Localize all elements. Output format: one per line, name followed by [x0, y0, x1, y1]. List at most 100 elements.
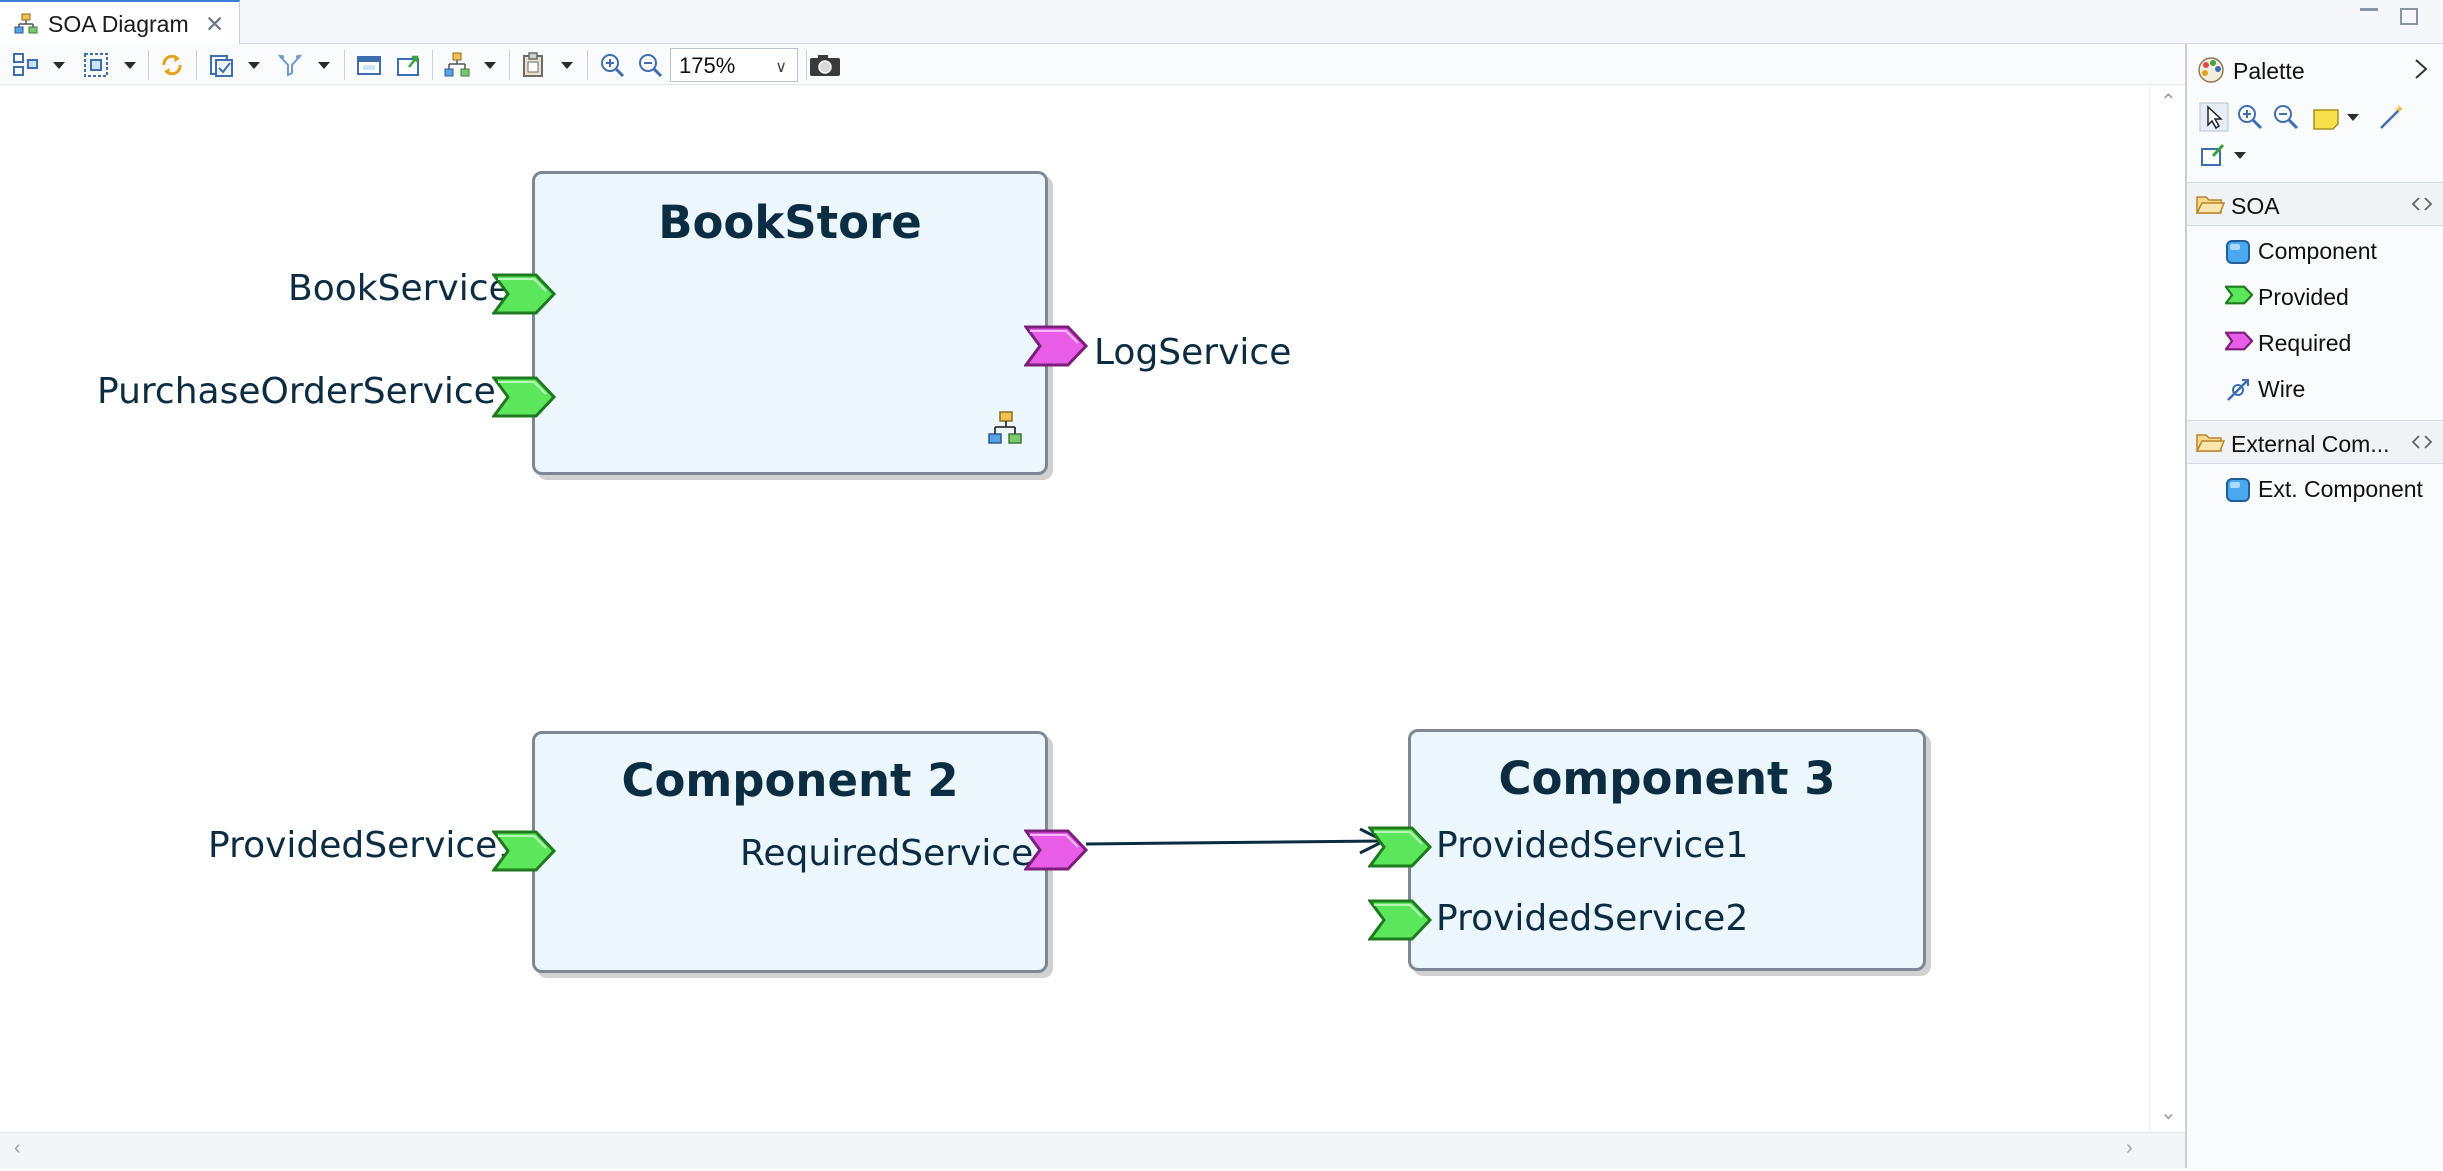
- port-label-providedservice2: ProvidedService2: [1436, 898, 1749, 939]
- toolbar-separator: [509, 50, 510, 80]
- chevron-down-icon[interactable]: [53, 62, 65, 69]
- scroll-left-icon[interactable]: ‹: [14, 1137, 21, 1159]
- tab-title: SOA Diagram: [48, 11, 189, 37]
- diagram-canvas[interactable]: BookStore BookService PurchaseOrderServi…: [4, 85, 2149, 1132]
- provided-port-icon[interactable]: [492, 830, 556, 872]
- component-icon: [2225, 477, 2251, 508]
- port-label-providedservice1: ProvidedService1: [208, 825, 521, 866]
- toolbar-separator: [196, 50, 197, 80]
- scroll-right-icon[interactable]: ›: [2126, 1137, 2133, 1159]
- export-icon[interactable]: [395, 51, 423, 79]
- note-icon[interactable]: [2311, 102, 2341, 132]
- scroll-up-icon[interactable]: ⌃: [2160, 91, 2177, 113]
- palette-title: Palette: [2233, 58, 2305, 84]
- chevron-down-icon[interactable]: [561, 62, 573, 69]
- chevron-down-icon[interactable]: [318, 62, 330, 69]
- component-icon: [2225, 239, 2251, 270]
- palette-item-label: Required: [2258, 330, 2352, 356]
- maximize-icon[interactable]: [2400, 8, 2418, 25]
- scroll-down-icon[interactable]: ⌄: [2160, 1102, 2177, 1124]
- palette-item-wire[interactable]: Wire: [2187, 366, 2443, 410]
- port-label-logservice: LogService: [1094, 332, 1292, 373]
- vertical-scrollbar[interactable]: ⌃ ⌄: [2149, 85, 2185, 1132]
- note-attachment-icon[interactable]: [2377, 102, 2407, 132]
- palette-item-required[interactable]: Required: [2187, 320, 2443, 364]
- zoom-out-icon[interactable]: [636, 51, 664, 79]
- toolbar-separator: [432, 50, 433, 80]
- toolbar-separator: [806, 50, 807, 80]
- palette-drawer-external-components[interactable]: External Com...: [2187, 420, 2443, 464]
- palette-drawer-soa[interactable]: SOA: [2187, 182, 2443, 226]
- diagram-toolbar: 175% ∨: [0, 44, 2185, 85]
- palette-item-label: Provided: [2258, 284, 2349, 310]
- validate-icon[interactable]: [208, 51, 236, 79]
- palette-icon: [2197, 56, 2225, 89]
- close-icon[interactable]: ✕: [205, 11, 225, 37]
- zoom-in-icon[interactable]: [2235, 102, 2265, 132]
- component-title: Component 3: [1498, 752, 1836, 805]
- zoom-level-value: 175%: [679, 53, 736, 78]
- port-label-requiredservice1: RequiredService1: [740, 833, 1057, 874]
- port-label-purchaseorderservice: PurchaseOrderService: [97, 371, 496, 412]
- toolbar-separator: [148, 50, 149, 80]
- select-all-icon[interactable]: [12, 51, 40, 79]
- component-3[interactable]: Component 3: [1408, 729, 1926, 971]
- required-port-icon[interactable]: [1024, 829, 1088, 871]
- create-shortcut-icon[interactable]: [2199, 140, 2229, 170]
- drawer-label: External Com...: [2231, 431, 2390, 457]
- palette-item-label: Ext. Component: [2258, 476, 2423, 502]
- required-port-icon[interactable]: [1024, 325, 1088, 367]
- component-title: BookStore: [658, 196, 922, 249]
- chevron-down-icon[interactable]: ∨: [775, 59, 787, 76]
- filter-icon[interactable]: [276, 51, 304, 79]
- chevron-down-icon[interactable]: [124, 62, 136, 69]
- component-bookstore[interactable]: BookStore: [532, 171, 1048, 475]
- port-label-providedservice1: ProvidedService1: [1436, 825, 1749, 866]
- show-properties-icon[interactable]: [355, 51, 383, 79]
- provided-icon: [2223, 285, 2254, 310]
- zoom-in-icon[interactable]: [598, 51, 626, 79]
- pin-icon[interactable]: [2411, 195, 2433, 218]
- select-tool-icon[interactable]: [2199, 102, 2229, 132]
- collapse-palette-icon[interactable]: [2413, 58, 2429, 85]
- pin-icon[interactable]: [2411, 433, 2433, 456]
- folder-open-icon: [2195, 194, 2226, 221]
- editor-tab-bar: SOA Diagram ✕: [0, 0, 2443, 45]
- drawer-label: SOA: [2231, 193, 2280, 219]
- palette-item-provided[interactable]: Provided: [2187, 274, 2443, 318]
- camera-icon[interactable]: [808, 51, 842, 79]
- wire-connection[interactable]: [1085, 827, 1388, 855]
- palette-panel: Palette: [2185, 44, 2443, 1168]
- port-label-bookservice: BookService: [288, 268, 511, 309]
- zoom-level-combo[interactable]: 175% ∨: [670, 48, 798, 82]
- toolbar-separator: [587, 50, 588, 80]
- provided-port-icon[interactable]: [492, 376, 556, 418]
- wire-layer: [1085, 827, 1388, 855]
- chevron-down-icon[interactable]: [2234, 152, 2246, 159]
- chevron-down-icon[interactable]: [2347, 114, 2359, 121]
- zoom-out-icon[interactable]: [2271, 102, 2301, 132]
- palette-item-component[interactable]: Component: [2187, 228, 2443, 272]
- minimize-icon[interactable]: [2360, 8, 2378, 11]
- palette-item-label: Component: [2258, 238, 2377, 264]
- provided-port-icon[interactable]: [1368, 826, 1432, 868]
- arrange-all-icon[interactable]: [82, 51, 110, 79]
- provided-port-icon[interactable]: [1368, 899, 1432, 941]
- subdiagram-icon[interactable]: [987, 410, 1025, 448]
- palette-item-label: Wire: [2258, 376, 2306, 402]
- component-title: Component 2: [621, 754, 959, 807]
- diagram-icon: [14, 13, 38, 40]
- paste-icon[interactable]: [520, 51, 548, 79]
- tab-soa-diagram[interactable]: SOA Diagram ✕: [0, 0, 240, 45]
- provided-port-icon[interactable]: [492, 273, 556, 315]
- wire-icon: [2225, 377, 2251, 408]
- required-icon: [2223, 331, 2254, 356]
- palette-item-ext-component[interactable]: Ext. Component: [2187, 466, 2443, 510]
- layout-icon[interactable]: [443, 51, 471, 79]
- horizontal-scrollbar[interactable]: ‹ ›: [0, 1132, 2185, 1168]
- chevron-down-icon[interactable]: [248, 62, 260, 69]
- chevron-down-icon[interactable]: [484, 62, 496, 69]
- refresh-icon[interactable]: [158, 51, 186, 79]
- toolbar-separator: [344, 50, 345, 80]
